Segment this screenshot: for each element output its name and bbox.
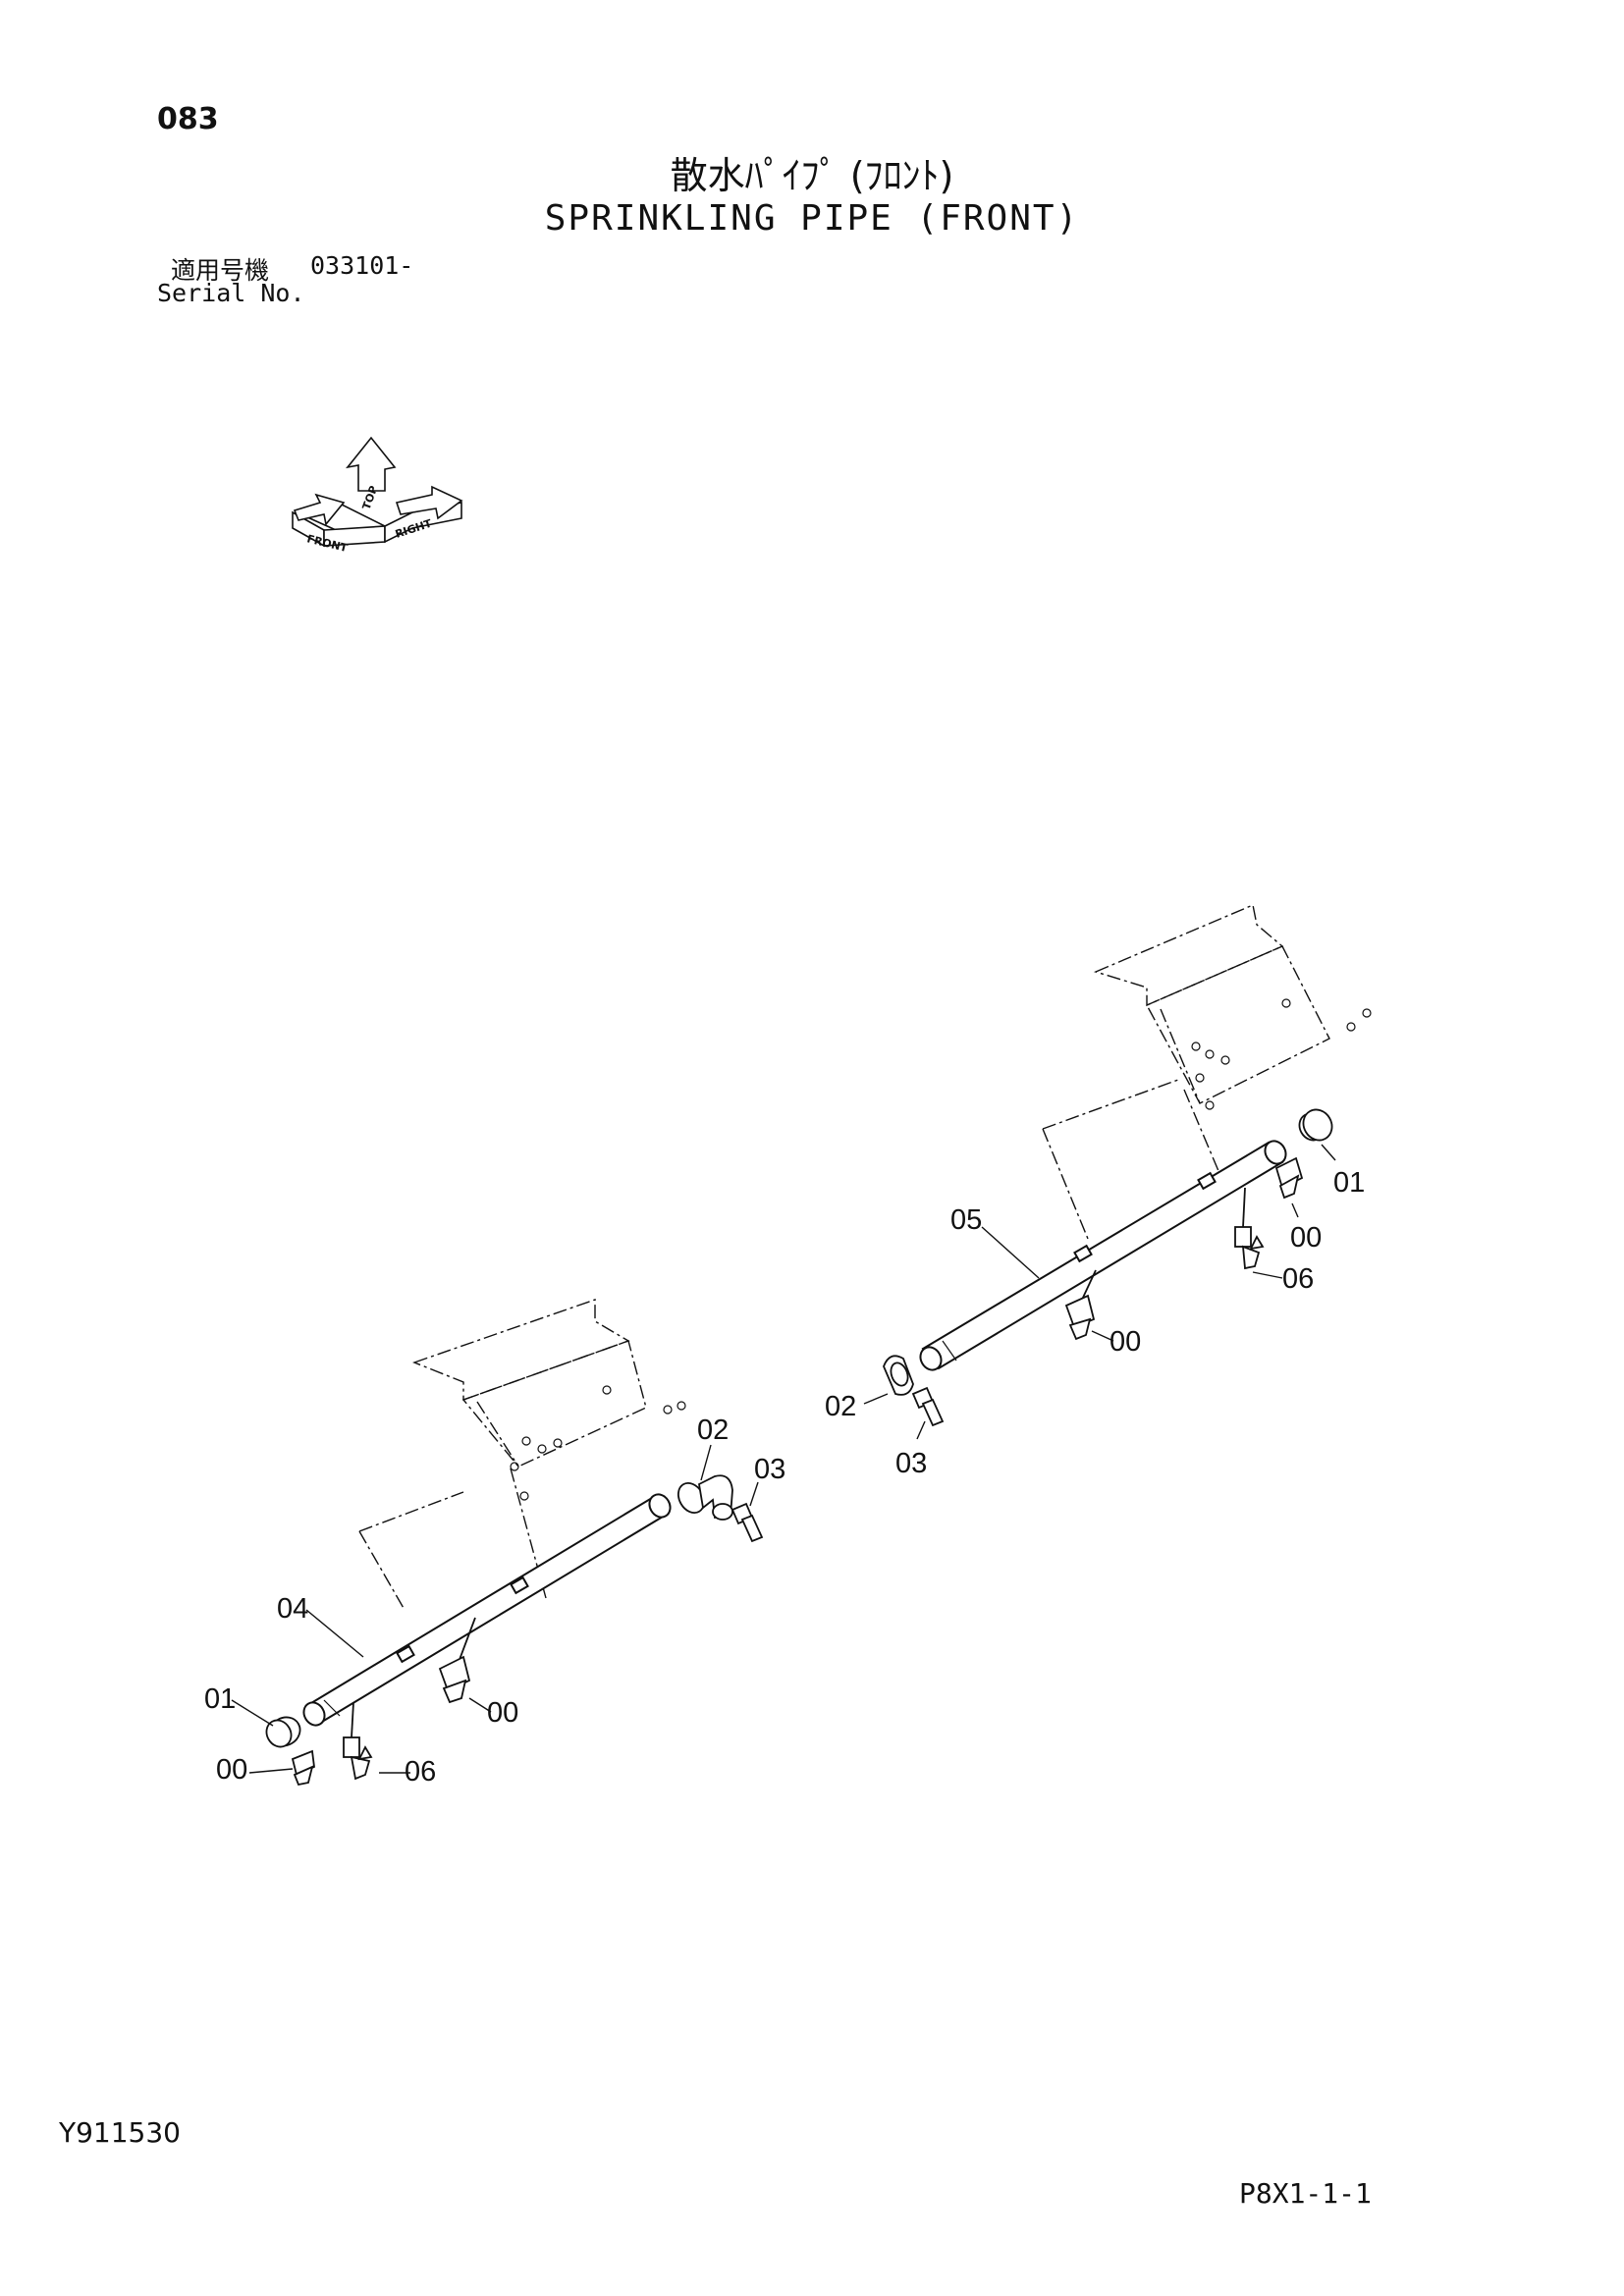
right-cock xyxy=(1234,1187,1265,1270)
left-mounting-bracket xyxy=(358,1299,647,1611)
callout-left-mid-nozzle: 00 xyxy=(487,1697,518,1729)
left-assembly xyxy=(231,1299,764,1787)
left-elbow xyxy=(677,1474,733,1521)
callout-right-elbow: 02 xyxy=(825,1391,856,1422)
callout-left-cock: 06 xyxy=(405,1756,436,1788)
right-mounting-bracket xyxy=(1042,904,1330,1240)
document-id: Y911530 xyxy=(59,2116,181,2149)
callout-right-end-nozzle: 00 xyxy=(1290,1222,1322,1254)
serial-label-japanese: 適用号機 xyxy=(171,256,270,285)
right-pipe xyxy=(919,1140,1287,1371)
left-end-cap xyxy=(265,1716,301,1748)
left-bracket-holes xyxy=(510,1385,686,1501)
right-elbow xyxy=(883,1355,914,1396)
callout-left-cap: 01 xyxy=(204,1683,236,1715)
left-pipe xyxy=(302,1493,672,1727)
left-end-nozzle xyxy=(291,1749,315,1787)
title-english: SPRINKLING PIPE (FRONT) xyxy=(544,198,1080,239)
right-assembly xyxy=(863,904,1372,1440)
callout-left-bolt: 03 xyxy=(754,1454,785,1485)
orientation-arrows-icon: FRONT TOP RIGHT xyxy=(292,436,463,555)
left-mid-nozzle xyxy=(438,1617,476,1704)
left-cock xyxy=(343,1701,373,1781)
serial-label-english: Serial No. xyxy=(157,279,305,307)
callout-right-mid-nozzle: 00 xyxy=(1110,1326,1141,1358)
sheet-id: P8X1-1-1 xyxy=(1239,2177,1372,2210)
right-end-nozzle xyxy=(1274,1156,1304,1200)
page-number: 083 xyxy=(157,102,219,136)
right-bolt xyxy=(911,1386,945,1427)
left-leader-lines xyxy=(231,1444,759,1774)
right-mid-nozzle xyxy=(1064,1269,1097,1341)
title-japanese: 散水ﾊﾟｲﾌﾟ (ﾌﾛﾝﾄ) xyxy=(670,154,954,197)
right-bracket-holes xyxy=(1191,998,1372,1110)
serial-number-value: 033101- xyxy=(310,251,414,280)
callout-right-pipe: 05 xyxy=(950,1204,982,1236)
left-bolt xyxy=(731,1502,764,1543)
right-end-cap xyxy=(1298,1108,1333,1142)
callout-left-end-nozzle: 00 xyxy=(216,1754,247,1786)
callout-left-elbow: 02 xyxy=(697,1415,729,1446)
right-leader-lines xyxy=(863,1144,1336,1440)
callout-left-pipe: 04 xyxy=(277,1593,308,1625)
callout-right-cap: 01 xyxy=(1333,1167,1365,1199)
callout-right-bolt: 03 xyxy=(895,1448,927,1479)
callout-right-cock: 06 xyxy=(1282,1263,1314,1295)
